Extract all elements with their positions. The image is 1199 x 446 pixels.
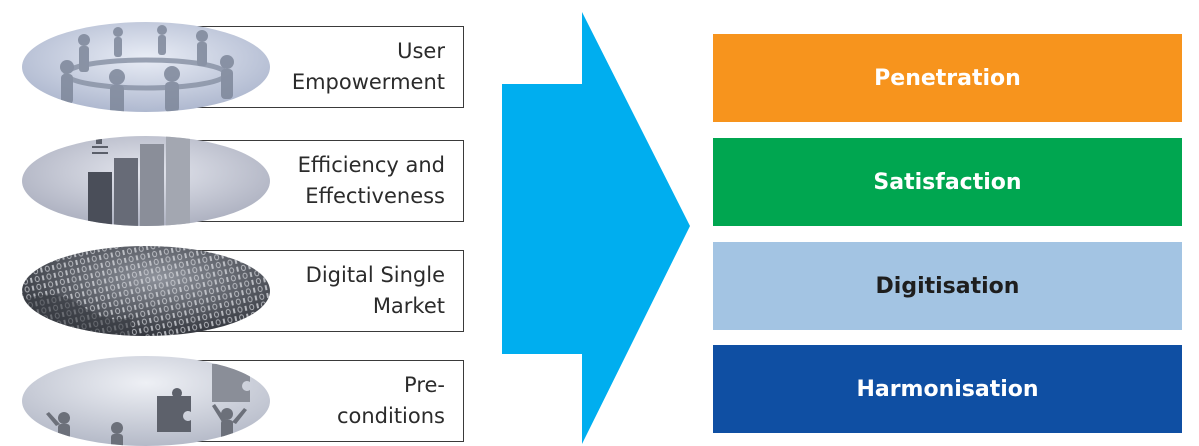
enabler-efficiency: Efficiency and Effectiveness xyxy=(0,136,470,226)
enabler-label: Pre- conditions xyxy=(336,373,445,428)
outcome-label: Penetration xyxy=(874,65,1021,91)
people-circle-image xyxy=(22,22,270,112)
enabler-user-empowerment: User Empowerment xyxy=(0,22,470,112)
enabler-label: Efficiency and Effectiveness xyxy=(297,153,445,208)
enabler-label: Digital Single Market xyxy=(305,263,445,318)
right-arrow-icon xyxy=(502,12,690,444)
outcome-label: Digitisation xyxy=(875,273,1020,299)
enabler-label: User Empowerment xyxy=(291,39,445,94)
outcome-bar-penetration: Penetration xyxy=(713,34,1182,122)
arrow-shape xyxy=(502,12,690,444)
outcome-bar-harmonisation: Harmonisation xyxy=(713,345,1182,433)
enabler-preconditions: Pre- conditions xyxy=(0,356,470,446)
puzzle-people-image xyxy=(22,356,270,446)
binary-globe-image xyxy=(22,246,270,336)
enabler-digital-single-market: Digital Single Market xyxy=(0,246,470,336)
outcome-label: Satisfaction xyxy=(873,169,1022,195)
infographic-steps-image xyxy=(22,136,270,226)
outcome-bar-satisfaction: Satisfaction xyxy=(713,138,1182,226)
outcome-label: Harmonisation xyxy=(856,376,1039,402)
outcome-bar-digitisation: Digitisation xyxy=(713,242,1182,330)
